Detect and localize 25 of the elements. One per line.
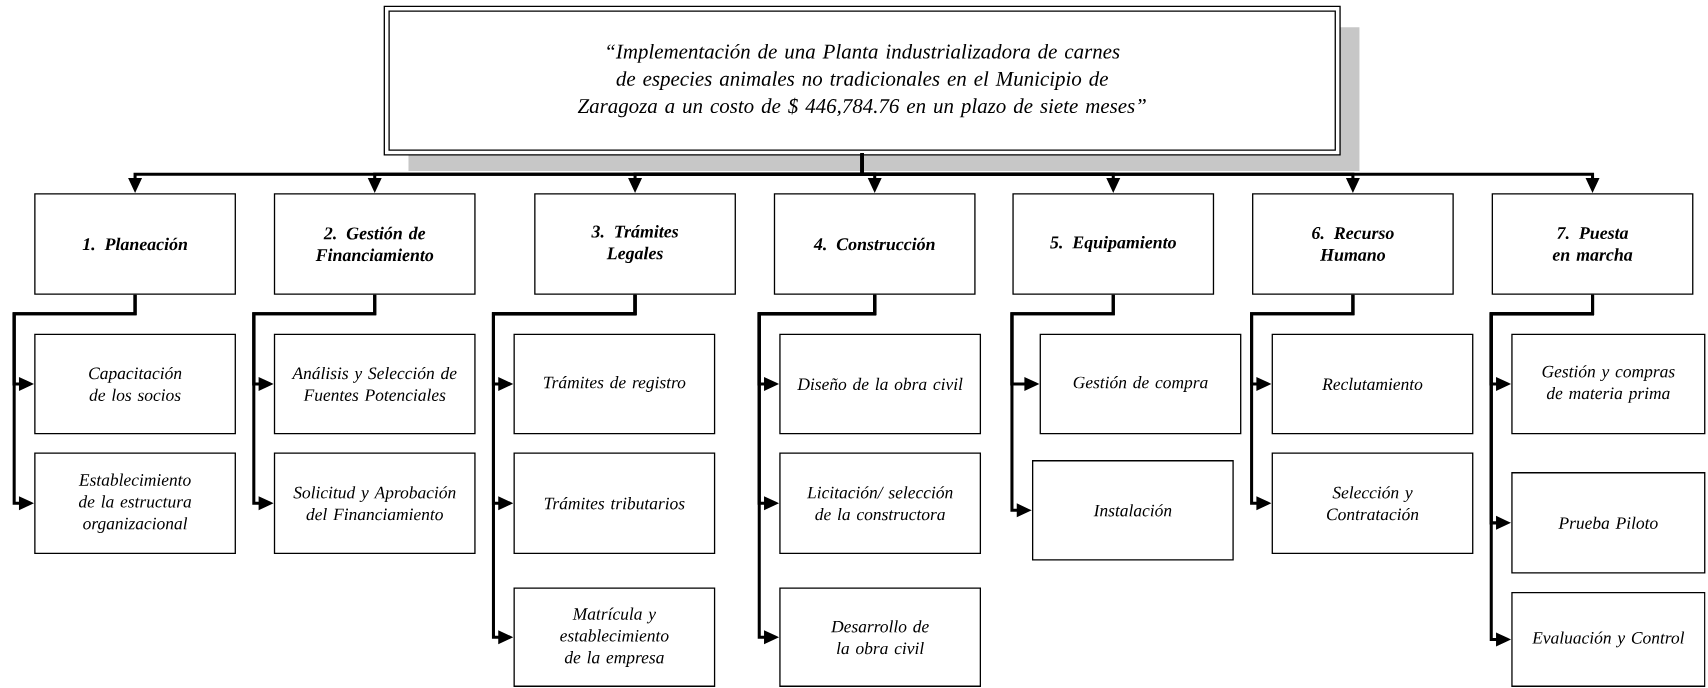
task-box: Establecimiento de la estructura organizacional (34, 452, 236, 554)
task-box: Instalación (1032, 459, 1234, 561)
phase-box: 6. Recurso Humano (1252, 193, 1454, 295)
phase-box: 5. Equipamiento (1012, 193, 1215, 295)
task-box: Reclutamiento (1271, 333, 1474, 434)
task-box: Trámites tributarios (513, 452, 716, 554)
phase-box: 3. Trámites Legales (534, 193, 736, 295)
task-box: Trámites de registro (513, 333, 716, 434)
phase-box: 2. Gestión de Financiamiento (273, 193, 476, 295)
task-box: Evaluación y Control (1511, 591, 1706, 687)
title-box: “Implementación de una Planta industrializadora de carnes de especies animales no tradicionales en el Municipio de Zaragoza a un costo de $ 446,784.76 en un plazo de siete meses” (383, 5, 1360, 171)
task-box: Gestión de compra (1039, 333, 1242, 434)
phase-box: 7. Puesta en marcha (1491, 193, 1694, 295)
task-box: Capacitación de los socios (34, 333, 236, 434)
task-box: Desarrollo de la obra civil (779, 587, 982, 687)
task-box: Selección y Contratación (1271, 452, 1474, 554)
task-box: Solicitud y Aprobación del Financiamiento (273, 452, 476, 554)
task-box: Prueba Piloto (1511, 471, 1706, 574)
task-box: Diseño de la obra civil (779, 333, 982, 434)
phase-box: 1. Planeación (34, 193, 236, 295)
task-box: Licitación/ selección de la constructora (779, 452, 982, 554)
task-box: Matrícula y establecimiento de la empresa (513, 587, 716, 687)
phase-box: 4. Construcción (773, 193, 976, 295)
task-box: Análisis y Selección de Fuentes Potenciales (273, 333, 476, 434)
task-box: Gestión y compras de materia prima (1511, 333, 1706, 434)
